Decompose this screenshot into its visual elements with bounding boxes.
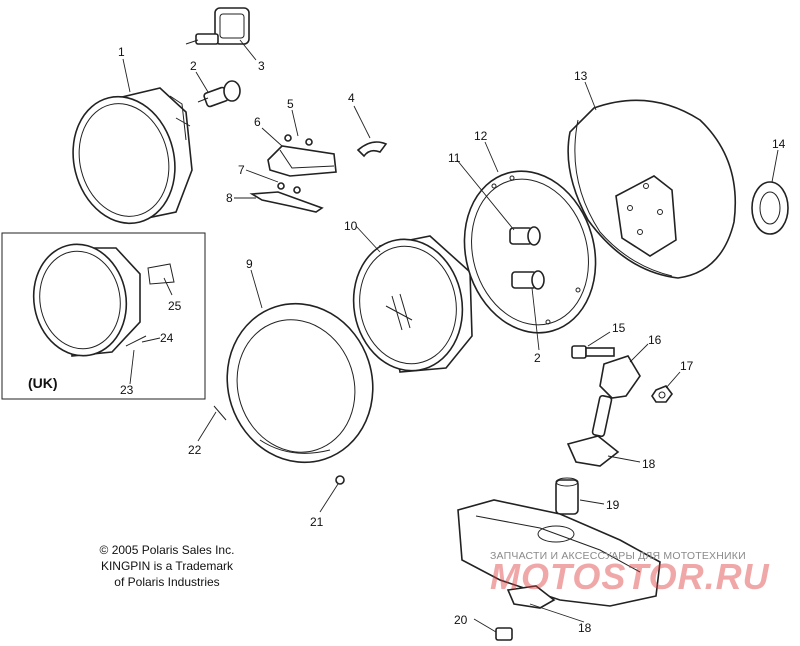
callout-19: 19 <box>606 498 620 512</box>
callout-4: 4 <box>348 91 355 105</box>
callout-20: 20 <box>454 613 468 627</box>
part-2-bulb <box>197 80 241 108</box>
part-18-bushing-upper <box>566 435 620 467</box>
part-20-nut <box>495 627 513 641</box>
callout-7: 7 <box>238 163 245 177</box>
part-11-socket <box>509 226 541 246</box>
callout-25: 25 <box>168 299 182 313</box>
callout-18: 18 <box>642 457 656 471</box>
part-9-trim-ring <box>226 302 374 464</box>
part-21-nut <box>335 475 345 485</box>
part-1-headlamp <box>72 87 193 225</box>
part-22-screw <box>213 405 227 421</box>
part-14-grommet <box>751 181 789 235</box>
part-7-screws <box>277 182 301 194</box>
callout-24: 24 <box>160 331 174 345</box>
callout-16: 16 <box>648 333 662 347</box>
callout-5: 5 <box>287 97 294 111</box>
part-10-headlamp <box>352 235 473 373</box>
part-8-adjuster <box>249 191 324 213</box>
part-16-mount-bracket <box>591 355 641 438</box>
callout-8: 8 <box>226 191 233 205</box>
copyright-line: © 2005 Polaris Sales Inc. <box>99 543 235 557</box>
part-2-socket-lower <box>511 270 545 290</box>
part-6-bracket <box>267 145 337 177</box>
leader-lines <box>122 39 779 633</box>
trademark-line: KINGPIN is a Trademark <box>100 559 234 573</box>
callout-11: 11 <box>448 151 461 165</box>
callout-15: 15 <box>612 321 626 335</box>
callout-14: 14 <box>772 137 786 151</box>
callout-3: 3 <box>258 59 265 73</box>
callout-12: 12 <box>474 129 488 143</box>
callout-6: 6 <box>254 115 261 129</box>
trademark-owner-line: of Polaris Industries <box>114 575 220 589</box>
part-13-housing <box>567 99 737 279</box>
part-19-spacer <box>555 477 579 515</box>
callout-23: 23 <box>120 383 134 397</box>
part-12-mounting-plate <box>463 170 597 334</box>
part-18-bushing-lower <box>506 585 556 609</box>
kingpin-mount <box>457 499 661 607</box>
uk-inset <box>1 232 206 400</box>
callout-21: 21 <box>310 515 324 529</box>
callout-18-lower: 18 <box>578 621 592 635</box>
callout-1: 1 <box>118 45 125 59</box>
part-15-bolt <box>571 345 615 359</box>
callout-9: 9 <box>246 257 253 271</box>
part-17-nut <box>651 385 673 403</box>
copyright-notice: © 2005 Polaris Sales Inc. KINGPIN is a T… <box>62 542 272 590</box>
part-3-bulb-connector <box>185 7 250 45</box>
part-5-screws <box>284 134 313 146</box>
callout-17: 17 <box>680 359 694 373</box>
callout-2: 2 <box>190 59 197 73</box>
callout-2-lower: 2 <box>534 351 541 365</box>
part-4-clip <box>356 141 388 158</box>
uk-label: (UK) <box>28 375 58 391</box>
callout-22: 22 <box>188 443 202 457</box>
callout-13: 13 <box>574 69 588 83</box>
callout-10: 10 <box>344 219 358 233</box>
